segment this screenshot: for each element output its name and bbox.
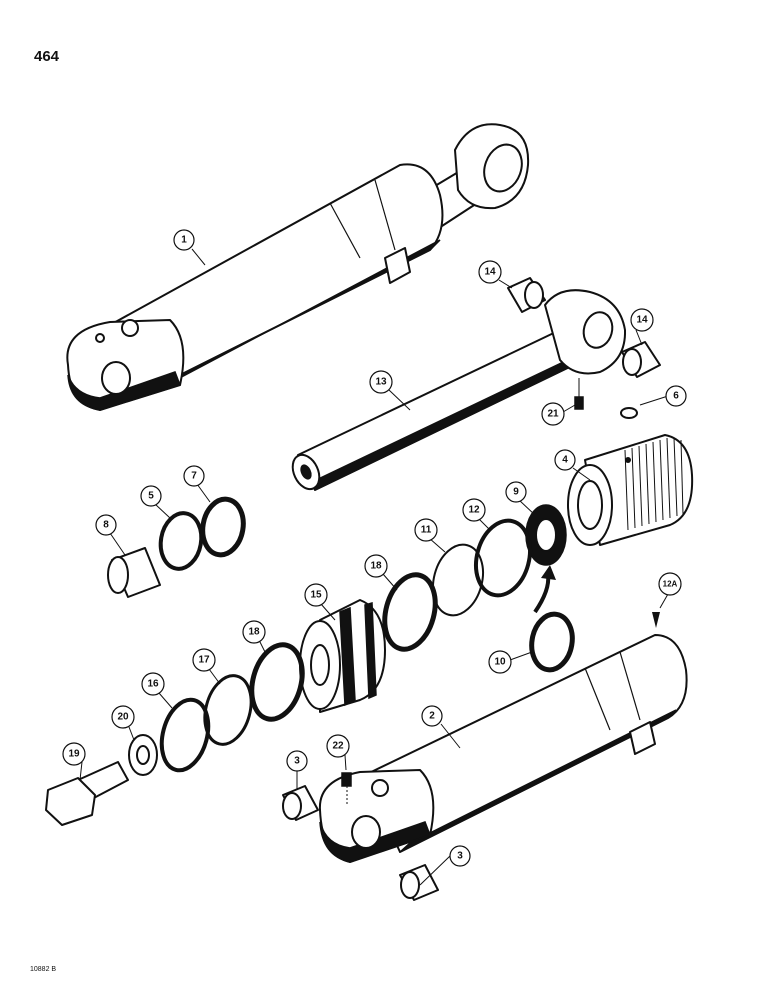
callout-8: 8 xyxy=(95,514,117,536)
callout-5: 5 xyxy=(140,485,162,507)
assembled-cylinder xyxy=(66,123,530,411)
callout-13: 13 xyxy=(369,370,393,394)
bushing-right xyxy=(621,341,661,378)
svg-text:9: 9 xyxy=(513,487,519,498)
callout-3-bottom: 3 xyxy=(449,845,471,867)
callout-6: 6 xyxy=(665,385,687,407)
svg-text:20: 20 xyxy=(117,712,129,723)
svg-text:4: 4 xyxy=(562,455,568,466)
page-number: 464 xyxy=(34,48,60,65)
callout-12: 12 xyxy=(462,498,486,522)
svg-text:3: 3 xyxy=(294,756,300,767)
ring-16 xyxy=(159,697,211,773)
svg-text:19: 19 xyxy=(68,749,80,760)
o-ring-11 xyxy=(432,543,484,617)
svg-text:12A: 12A xyxy=(663,580,678,589)
grease-fitting-22 xyxy=(341,772,352,805)
callout-19: 19 xyxy=(62,742,86,766)
wiper-seal xyxy=(525,504,567,566)
callout-12a: 12A xyxy=(658,572,682,596)
callout-4: 4 xyxy=(554,449,576,471)
bushing-3-right xyxy=(399,864,439,901)
callout-18-lower: 18 xyxy=(242,620,266,644)
svg-text:3: 3 xyxy=(457,851,463,862)
cylinder-head xyxy=(567,434,694,546)
callout-10: 10 xyxy=(488,650,512,674)
svg-text:14: 14 xyxy=(484,267,496,278)
callout-21: 21 xyxy=(541,402,565,426)
svg-text:1: 1 xyxy=(181,235,187,246)
ring-5 xyxy=(158,511,204,571)
svg-text:10: 10 xyxy=(494,657,506,668)
svg-text:18: 18 xyxy=(370,561,382,572)
svg-text:6: 6 xyxy=(673,391,679,402)
callout-22: 22 xyxy=(326,734,350,758)
piston xyxy=(299,599,386,713)
svg-text:7: 7 xyxy=(191,471,197,482)
svg-text:8: 8 xyxy=(103,520,109,531)
callout-11: 11 xyxy=(414,518,438,542)
svg-text:13: 13 xyxy=(375,377,387,388)
svg-text:15: 15 xyxy=(310,590,322,601)
grease-fitting-21 xyxy=(574,378,584,410)
ring-18-upper xyxy=(382,572,438,652)
svg-text:18: 18 xyxy=(248,627,260,638)
screw-12a xyxy=(652,612,660,628)
svg-text:2: 2 xyxy=(429,711,435,722)
piston-rod xyxy=(291,289,627,492)
callout-20: 20 xyxy=(111,705,135,729)
svg-text:17: 17 xyxy=(198,655,210,666)
ring-18-lower xyxy=(249,642,305,722)
ring-17 xyxy=(203,674,253,746)
cylinder-barrel xyxy=(318,634,688,863)
callout-3-top: 3 xyxy=(286,750,308,772)
ring-10 xyxy=(529,611,575,673)
washer-20 xyxy=(128,734,158,776)
arrow-10-to-9 xyxy=(533,574,551,614)
callout-9: 9 xyxy=(505,481,527,503)
callout-15: 15 xyxy=(304,583,328,607)
bolt-19 xyxy=(45,761,129,826)
svg-text:11: 11 xyxy=(421,525,432,536)
svg-text:22: 22 xyxy=(332,741,344,752)
leader-lines xyxy=(79,248,669,886)
callout-1: 1 xyxy=(173,229,195,251)
svg-text:16: 16 xyxy=(147,679,159,690)
callout-14-right: 14 xyxy=(630,308,654,332)
callout-17: 17 xyxy=(192,648,216,672)
plug-6 xyxy=(620,407,638,419)
callout-16: 16 xyxy=(141,672,165,696)
bushing-3-left xyxy=(282,785,319,821)
ring-12 xyxy=(474,518,532,598)
callout-7: 7 xyxy=(183,465,205,487)
bushing-upper xyxy=(507,277,546,313)
svg-text:5: 5 xyxy=(148,491,154,502)
svg-text:14: 14 xyxy=(636,315,648,326)
svg-text:12: 12 xyxy=(468,505,480,516)
callout-14-upper: 14 xyxy=(478,260,502,284)
callout-18-upper: 18 xyxy=(364,554,388,578)
figure-code: 10882 B xyxy=(30,966,57,973)
bushing-8 xyxy=(107,547,161,598)
callout-2: 2 xyxy=(421,705,443,727)
ring-7 xyxy=(200,496,246,558)
svg-text:21: 21 xyxy=(547,409,559,420)
